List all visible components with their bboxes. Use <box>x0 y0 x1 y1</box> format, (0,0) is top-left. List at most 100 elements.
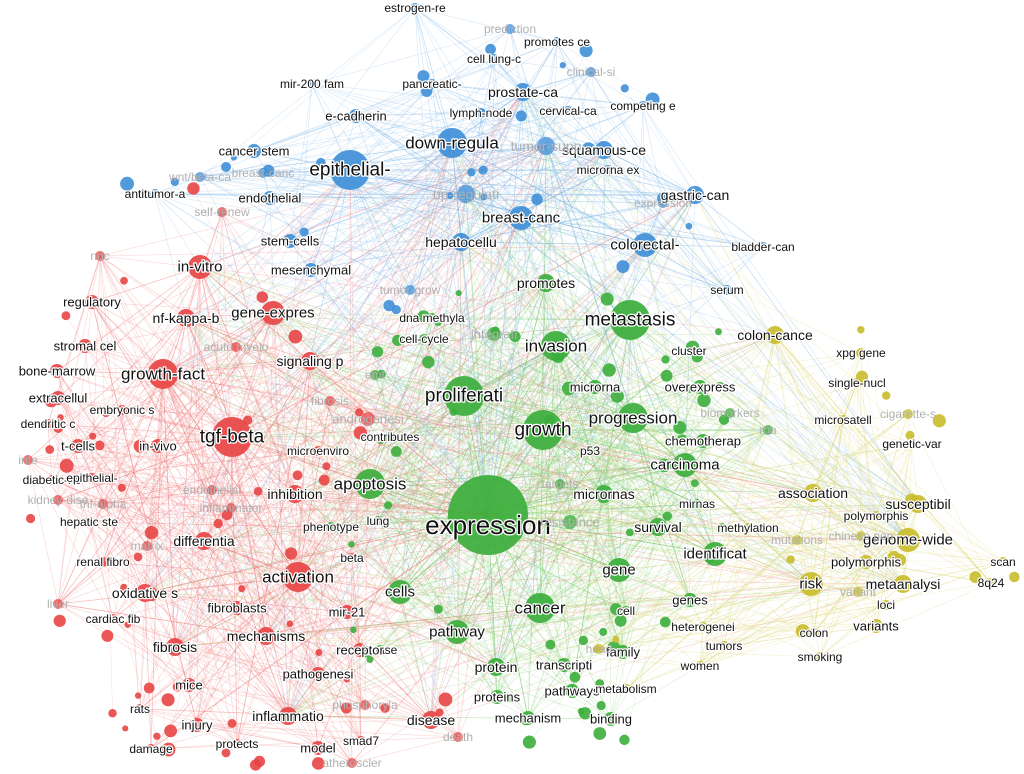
link <box>185 317 600 650</box>
link <box>150 576 299 750</box>
link <box>431 317 624 653</box>
link <box>289 240 489 516</box>
link <box>379 649 432 721</box>
minor-node <box>25 513 36 524</box>
link <box>91 477 232 509</box>
link <box>460 241 600 650</box>
link <box>875 515 904 585</box>
label-mir-200-fam: mir-200 fam <box>280 77 344 91</box>
link <box>102 317 187 563</box>
link <box>813 561 867 634</box>
link <box>91 477 459 738</box>
link <box>819 561 867 658</box>
link <box>642 105 919 505</box>
link <box>144 592 877 627</box>
link <box>460 169 609 243</box>
link <box>423 338 596 388</box>
link <box>309 360 529 719</box>
link <box>236 576 299 745</box>
link <box>231 436 348 613</box>
link <box>603 149 909 541</box>
link <box>139 244 646 710</box>
link <box>199 142 453 178</box>
link <box>522 91 776 336</box>
link <box>487 412 731 516</box>
link <box>369 483 814 494</box>
link <box>414 7 524 93</box>
label-damage: damage <box>129 742 173 756</box>
link <box>57 561 104 605</box>
link <box>57 373 164 605</box>
link <box>359 193 467 651</box>
label-microenviro: microenviro <box>287 444 349 458</box>
label-smad7: smad7 <box>343 734 379 748</box>
link <box>618 412 731 571</box>
link <box>150 576 299 750</box>
link <box>865 435 911 563</box>
link <box>287 244 646 717</box>
link <box>598 632 815 650</box>
link <box>545 145 634 419</box>
link <box>555 345 605 495</box>
link <box>594 386 716 555</box>
minor-node <box>120 276 128 285</box>
link <box>91 301 319 675</box>
link <box>618 386 701 571</box>
link <box>355 115 467 195</box>
minor-node <box>353 426 368 440</box>
link <box>527 282 547 719</box>
link <box>185 317 458 633</box>
minor-node <box>434 318 442 327</box>
link <box>456 319 631 633</box>
link <box>812 382 858 494</box>
link <box>369 483 458 633</box>
label-dna-methyla: dna methyla <box>399 311 465 325</box>
link <box>495 651 624 668</box>
minor-node <box>340 702 352 714</box>
link <box>57 603 361 651</box>
label-mutations: mutations <box>771 533 823 547</box>
link <box>456 412 731 633</box>
link <box>399 350 690 593</box>
link <box>121 409 289 717</box>
link <box>495 610 627 668</box>
link <box>196 360 311 726</box>
link <box>162 373 176 648</box>
link <box>157 445 497 668</box>
link <box>618 539 909 571</box>
link <box>699 334 776 667</box>
link <box>157 445 213 491</box>
link <box>694 194 764 248</box>
link <box>520 41 558 219</box>
link <box>91 301 274 314</box>
link <box>496 429 769 698</box>
link <box>539 345 557 609</box>
label-acute-myelo: acute myelo <box>204 340 269 354</box>
link <box>174 483 371 648</box>
link <box>907 413 992 584</box>
link <box>487 194 696 516</box>
link <box>457 194 696 738</box>
link <box>162 373 176 648</box>
link <box>349 169 411 291</box>
link <box>460 241 904 585</box>
link <box>231 436 238 745</box>
link <box>174 417 634 648</box>
link <box>170 507 232 731</box>
minor-node <box>595 679 605 688</box>
link <box>456 417 634 633</box>
link <box>294 493 612 720</box>
link <box>493 333 596 388</box>
link <box>702 539 798 628</box>
link <box>598 492 814 650</box>
label-head: head <box>586 642 613 656</box>
minor-node <box>715 381 725 391</box>
link <box>642 105 696 196</box>
link <box>272 312 489 516</box>
link <box>349 112 482 171</box>
link <box>487 514 909 541</box>
label-single-nucl: single-nucl <box>828 376 885 390</box>
link <box>211 312 274 491</box>
link <box>487 350 690 516</box>
